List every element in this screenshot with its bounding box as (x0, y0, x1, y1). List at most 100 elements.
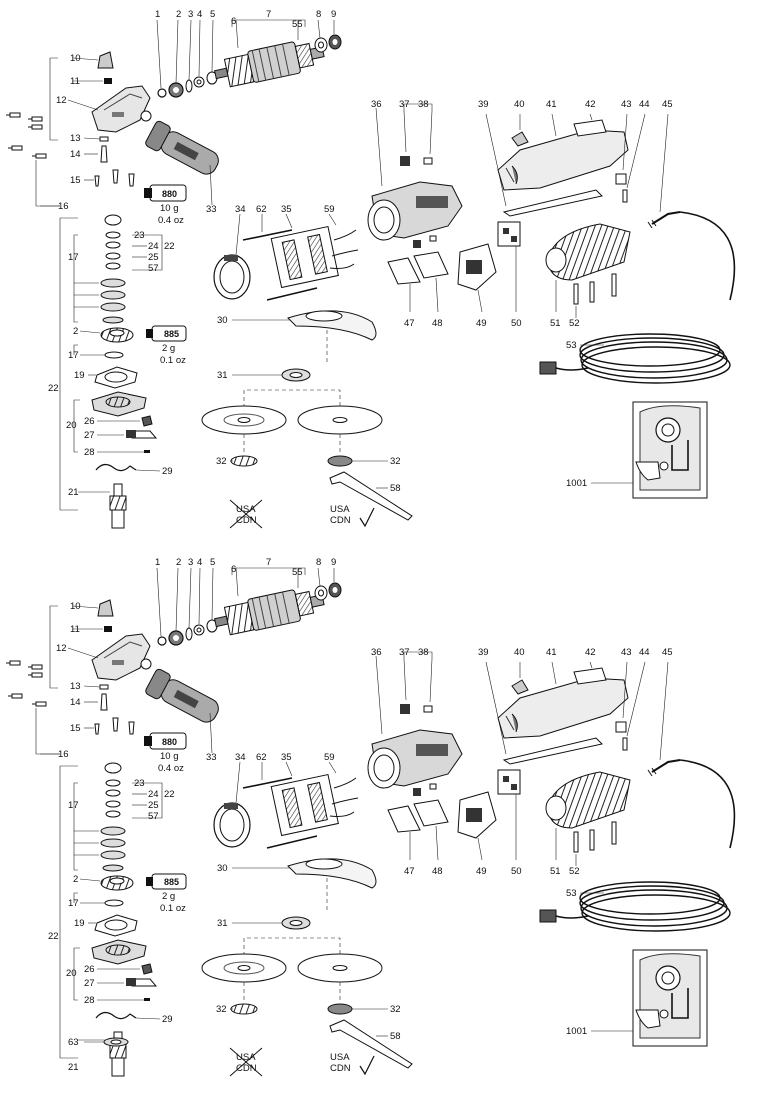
part-label: 17 (68, 350, 79, 361)
part-label: 2 (176, 9, 181, 20)
part-label: 41 (546, 647, 557, 658)
part-label: 31 (217, 918, 228, 929)
part-label: 30 (217, 315, 228, 326)
part-label: 53 (566, 340, 577, 351)
part-label: 47 (404, 866, 415, 877)
part-label: 51 (550, 866, 561, 877)
part-label: 17 (68, 898, 79, 909)
part-label: 6 (231, 564, 236, 575)
part-label: 8 (316, 557, 321, 568)
part-label: 45 (662, 647, 673, 658)
part-label: 51 (550, 318, 561, 329)
part-label: 47 (404, 318, 415, 329)
part-label: 15 (70, 723, 81, 734)
part-label: 48 (432, 318, 443, 329)
part-label: 49 (476, 866, 487, 877)
part-label: 38 (418, 647, 429, 658)
tube-amount: 10 g (160, 203, 179, 214)
part-label: 2 (73, 326, 78, 337)
tube-code: 885 (164, 329, 179, 339)
part-label: 23 (134, 230, 145, 241)
part-label: 36 (371, 647, 382, 658)
part-label: 9 (331, 557, 336, 568)
part-label: 27 (84, 978, 95, 989)
tube-amount-oz: 0.1 oz (160, 903, 186, 914)
part-label: 33 (206, 204, 217, 215)
part-label: 12 (56, 643, 67, 654)
part-label: 1001 (566, 478, 587, 489)
part-label: 32 (390, 1004, 401, 1015)
cdn-note: CDN (236, 515, 257, 526)
part-label: 32 (390, 456, 401, 467)
part-label: 26 (84, 964, 95, 975)
part-label: 25 (148, 252, 159, 263)
tube-code: 880 (162, 737, 177, 747)
part-label: 1 (155, 9, 160, 20)
part-label: 39 (478, 99, 489, 110)
part-label: 33 (206, 752, 217, 763)
diagram-panel-top: 1 2 3 4 5 6 7 8 9 55 10 11 12 13 14 15 1… (5, 9, 736, 529)
part-label: 35 (281, 752, 292, 763)
part-label: 52 (569, 318, 580, 329)
part-label: 1 (155, 557, 160, 568)
cdn-note: CDN (330, 1063, 351, 1074)
part-label: 59 (324, 752, 335, 763)
part-label: 9 (331, 9, 336, 20)
part-label: 30 (217, 863, 228, 874)
part-label: 41 (546, 99, 557, 110)
part-label: 16 (58, 749, 69, 760)
tube-code: 880 (162, 189, 177, 199)
part-label: 43 (621, 647, 632, 658)
part-label: 10 (70, 601, 81, 612)
part-label: 11 (70, 624, 80, 635)
part-label: 24 (148, 241, 159, 252)
part-label: 58 (390, 483, 401, 494)
tube-amount: 10 g (160, 751, 179, 762)
part-label: 19 (74, 918, 85, 929)
tube-amount-oz: 0.1 oz (160, 355, 186, 366)
part-label: 6 (231, 16, 236, 27)
part-label: 29 (162, 1014, 173, 1025)
part-label: 20 (66, 420, 77, 431)
part-label: 11 (70, 76, 80, 87)
part-label: 48 (432, 866, 443, 877)
part-label: 57 (148, 811, 159, 822)
part-label: 40 (514, 647, 525, 658)
part-label: 35 (281, 204, 292, 215)
part-label: 32 (216, 1004, 227, 1015)
part-label: 7 (266, 557, 271, 568)
tube-amount: 2 g (162, 343, 175, 354)
tube-amount-oz: 0.4 oz (158, 763, 184, 774)
part-label: 34 (235, 752, 246, 763)
part-label: 22 (164, 241, 175, 252)
part-label: 2 (73, 874, 78, 885)
cdn-note: CDN (236, 1063, 257, 1074)
part-label: 23 (134, 778, 145, 789)
part-label: 57 (148, 263, 159, 274)
part-label: 37 (399, 99, 410, 110)
part-label: 27 (84, 430, 95, 441)
part-label: 10 (70, 53, 81, 64)
part-label: 43 (621, 99, 632, 110)
part-label: 5 (210, 9, 215, 20)
usa-note: USA (330, 1052, 350, 1063)
part-label: 63 (68, 1037, 79, 1048)
part-label: 8 (316, 9, 321, 20)
part-label: 21 (68, 487, 79, 498)
part-label: 36 (371, 99, 382, 110)
tube-amount: 2 g (162, 891, 175, 902)
part-label: 17 (68, 252, 79, 263)
part-label: 2 (176, 557, 181, 568)
part-label: 12 (56, 95, 67, 106)
part-label: 25 (148, 800, 159, 811)
cdn-note: CDN (330, 515, 351, 526)
usa-note: USA (236, 1052, 256, 1063)
part-label: 62 (256, 752, 267, 763)
part-label: 13 (70, 133, 81, 144)
part-label: 19 (74, 370, 85, 381)
part-label: 39 (478, 647, 489, 658)
part-label: 13 (70, 681, 81, 692)
part-label: 29 (162, 466, 173, 477)
part-label: 4 (197, 557, 202, 568)
